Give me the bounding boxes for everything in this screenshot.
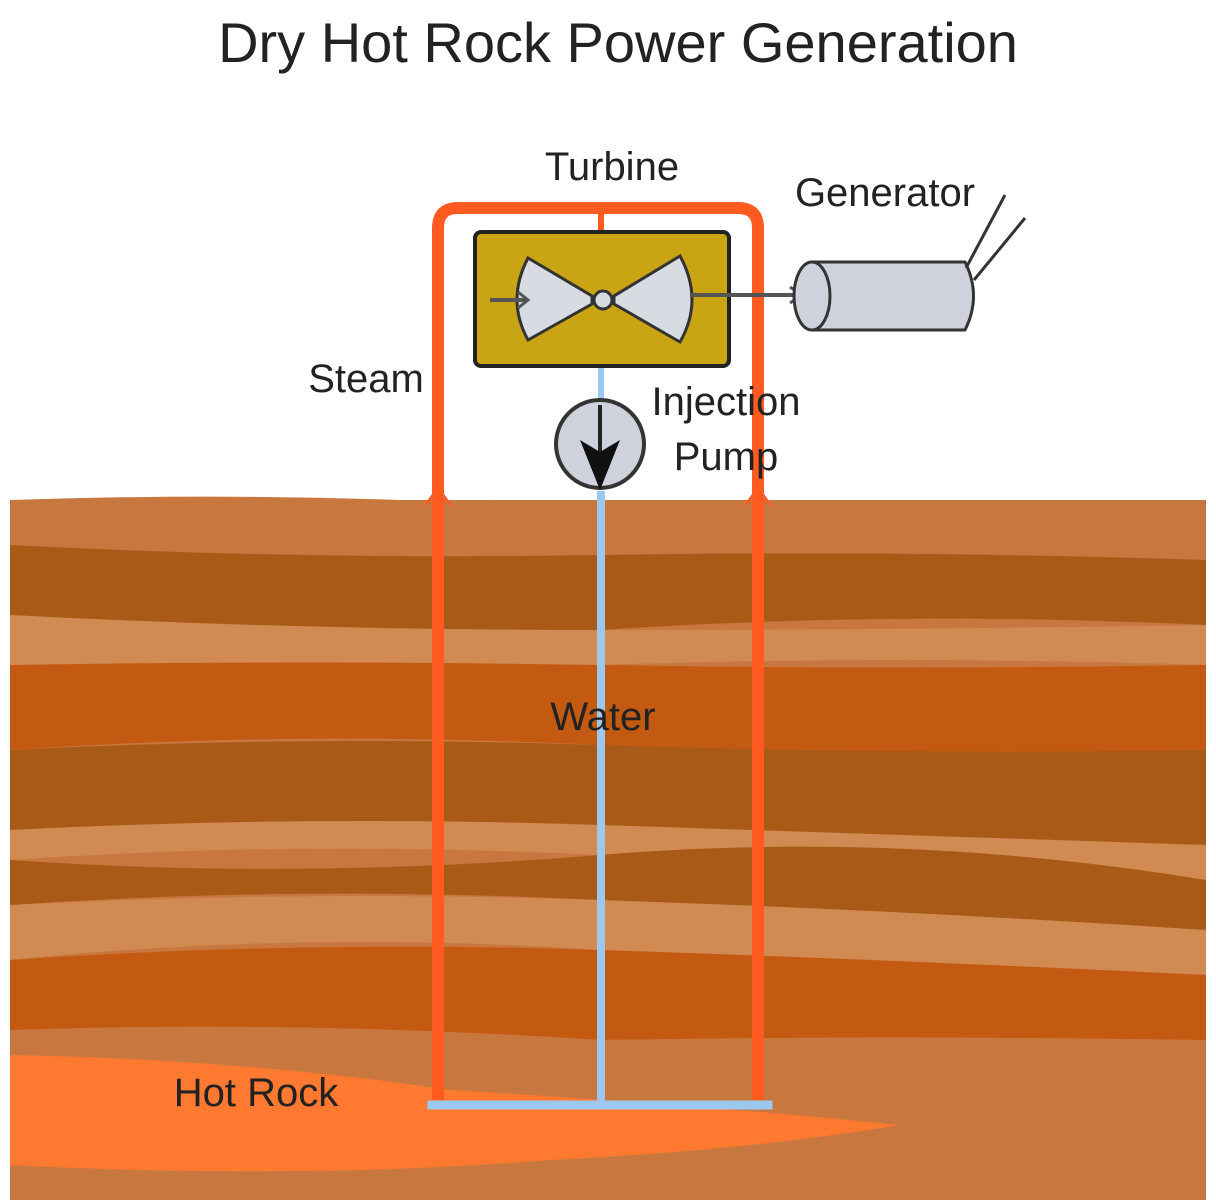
turbine-rotor-right [612,253,694,345]
stratum-4 [10,662,1206,754]
turbine-shaft-hub [592,289,614,311]
label-generator: Generator [795,171,975,215]
label-steam: Steam [308,357,424,401]
rock-strata [10,496,1206,1200]
stratum-8 [10,896,1206,975]
stratum-9 [10,946,1206,1050]
turbine [473,230,731,368]
label-water: Water [550,695,655,739]
turbine-inlet-arrow [517,290,531,310]
label-hot-rock: Hot Rock [174,1071,339,1115]
stratum-7 [10,846,1206,930]
generator-wire-2 [972,217,1027,281]
steam-flow-arrow-right [744,485,772,506]
generator-end-cap [792,260,832,332]
water-pipe [427,364,773,1110]
label-turbine: Turbine [545,145,679,189]
pump-arrow-icon [580,440,620,490]
label-pump: Pump [674,435,779,479]
stratum-1 [10,496,1206,560]
stratum-5 [10,741,1206,845]
generator [792,194,1027,332]
label-injection: Injection [652,380,801,424]
injection-pump [554,398,646,490]
diagram-title: Dry Hot Rock Power Generation [218,11,1018,74]
turbine-rotor-left [515,255,594,343]
hot-rock-zone [10,1055,900,1172]
steam-flow-arrow-left [424,485,452,506]
stratum-2 [10,545,1206,638]
generator-wire-1 [964,194,1007,269]
generator-body [810,260,975,332]
stratum-3 [10,615,1206,670]
